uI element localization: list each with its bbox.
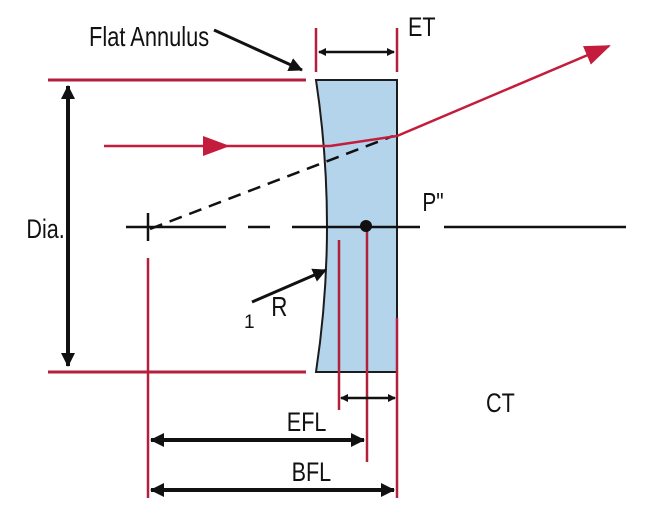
refracted-ray-in-lens [329, 134, 398, 148]
r1-pointer-arrow [251, 268, 327, 304]
principal-point-dot [360, 220, 372, 232]
principal-point-label: P" [422, 188, 443, 217]
exit-ray [396, 44, 611, 138]
bfl-label: BFL [292, 458, 332, 488]
efl-label: EFL [287, 408, 327, 438]
r1-label: R [271, 292, 287, 323]
incident-ray-arrowhead [203, 136, 230, 156]
et-label: ET [408, 13, 436, 43]
virtual-ray-extension [149, 134, 394, 231]
ct-label: CT [486, 389, 515, 419]
flat-annulus-label: Flat Annulus [89, 21, 209, 52]
diameter-label: Dia. [26, 215, 64, 245]
r1-subscript-label: 1 [244, 312, 255, 333]
flat-annulus-pointer-arrow [213, 28, 303, 72]
